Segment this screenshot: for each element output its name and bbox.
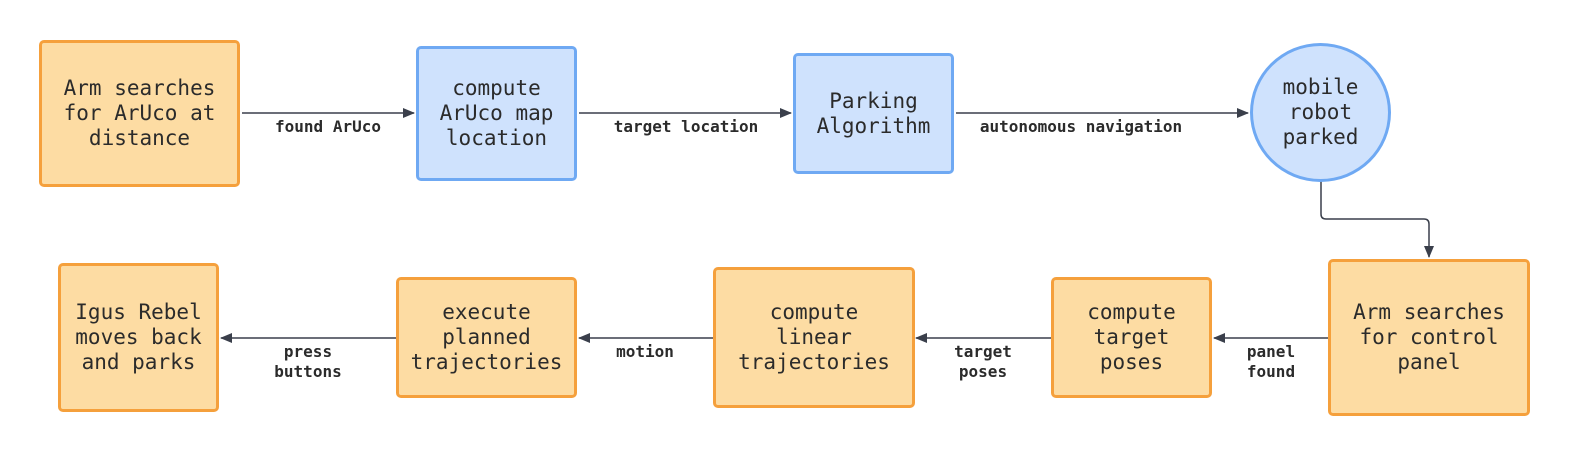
- label-target-location: target location: [613, 117, 759, 136]
- node-mobile-robot-parked: mobile robot parked: [1250, 43, 1391, 182]
- label-autonomous-navigation: autonomous navigation: [979, 117, 1183, 136]
- node-compute-aruco-map-location: compute ArUco map location: [416, 46, 577, 181]
- node-compute-target-poses: compute target poses: [1051, 277, 1212, 398]
- label-press-buttons: press buttons: [274, 342, 342, 381]
- node-compute-linear-trajectories: compute linear trajectories: [713, 267, 915, 408]
- node-arm-searches-aruco: Arm searches for ArUco at distance: [39, 40, 240, 187]
- label-panel-found: panel found: [1246, 342, 1296, 381]
- label-found-aruco: found ArUco: [275, 117, 381, 136]
- node-execute-planned-trajectories: execute planned trajectories: [396, 277, 577, 398]
- node-arm-searches-control-panel: Arm searches for control panel: [1328, 259, 1530, 416]
- node-igus-rebel-parks: Igus Rebel moves back and parks: [58, 263, 219, 412]
- node-parking-algorithm: Parking Algorithm: [793, 53, 954, 174]
- label-target-poses: target poses: [954, 342, 1012, 381]
- edge-parked-to-arm-panel: [1320, 181, 1434, 258]
- label-motion: motion: [616, 342, 674, 361]
